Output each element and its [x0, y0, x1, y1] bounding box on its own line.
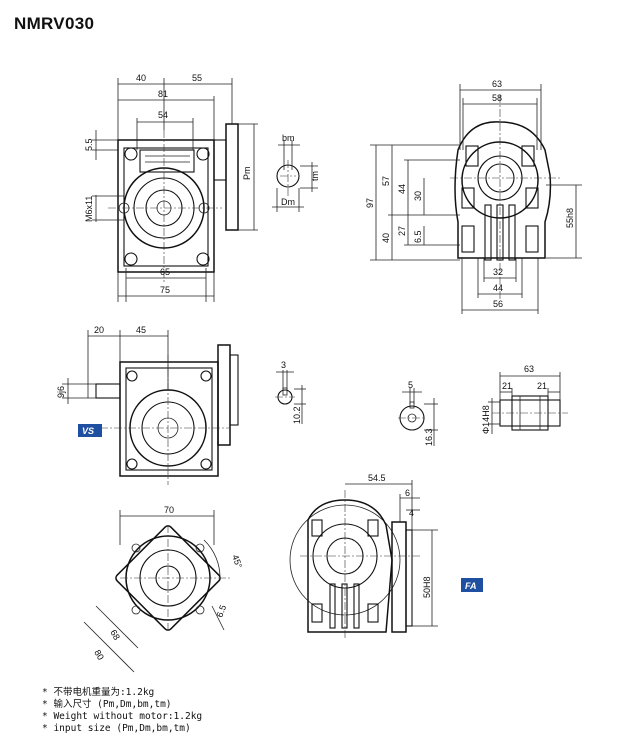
svg-text:97: 97: [365, 198, 375, 208]
note-line: * 不带电机重量为:1.2kg: [42, 687, 155, 698]
note-line: * 输入尺寸 (Pm,Dm,bm,tm): [42, 699, 172, 710]
note-line: * Weight without motor:1.2kg: [42, 711, 203, 722]
svg-text:81: 81: [158, 89, 168, 99]
svg-text:63: 63: [492, 79, 502, 89]
svg-text:3: 3: [281, 360, 286, 370]
hollow-shaft-view: 63 21 21 Φ14H8: [481, 364, 568, 434]
bore-key-view: 5 16.3: [398, 380, 438, 446]
svg-text:68: 68: [108, 628, 122, 642]
svg-text:56: 56: [493, 299, 503, 309]
svg-text:21: 21: [502, 381, 512, 391]
svg-text:54: 54: [158, 110, 168, 120]
svg-text:Pm: Pm: [242, 167, 252, 181]
flange-view: 70 45° 68 80 6.5: [83, 505, 244, 673]
svg-text:58: 58: [492, 93, 502, 103]
shaft-key-small: 3 10.2: [275, 360, 306, 424]
svg-text:FA: FA: [465, 581, 477, 591]
svg-text:Dm: Dm: [281, 197, 295, 207]
svg-text:65: 65: [160, 267, 170, 277]
housing-outline: [117, 139, 215, 273]
svg-text:54.5: 54.5: [368, 473, 386, 483]
svg-text:40: 40: [136, 73, 146, 83]
svg-text:80: 80: [92, 648, 106, 662]
vs-badge-box: [78, 424, 102, 437]
svg-text:4: 4: [409, 508, 414, 518]
vs-input-shaft: [95, 383, 121, 399]
svg-text:10.2: 10.2: [292, 406, 302, 424]
fa-badge-box: [461, 578, 483, 592]
side-view: 63 58 97 57 40 44 27 30 6.5: [365, 79, 582, 314]
svg-text:16.3: 16.3: [424, 428, 434, 446]
svg-text:30: 30: [413, 191, 423, 201]
svg-text:75: 75: [160, 285, 170, 295]
fa-badge: FA: [461, 578, 483, 592]
svg-text:45°: 45°: [230, 553, 244, 570]
vs-view: 20 45 9j6: [56, 325, 239, 485]
svg-text:Φ14H8: Φ14H8: [481, 405, 491, 434]
svg-text:44: 44: [397, 184, 407, 194]
svg-text:6.5: 6.5: [413, 230, 423, 243]
top-rib: [139, 149, 195, 173]
svg-text:50H8: 50H8: [422, 576, 432, 598]
svg-text:5: 5: [408, 380, 413, 390]
svg-text:6.5: 6.5: [214, 604, 228, 619]
svg-text:40: 40: [381, 233, 391, 243]
input-flange-plate: [225, 123, 239, 231]
svg-text:27: 27: [397, 226, 407, 236]
svg-text:32: 32: [493, 267, 503, 277]
note-line: * input size (Pm,Dm,bm,tm): [42, 723, 191, 734]
svg-text:21: 21: [537, 381, 547, 391]
svg-text:M6x11: M6x11: [84, 196, 94, 222]
svg-text:20: 20: [94, 325, 104, 335]
svg-text:63: 63: [524, 364, 534, 374]
vs-badge: VS: [78, 424, 102, 437]
svg-text:9j6: 9j6: [56, 386, 66, 398]
svg-text:70: 70: [164, 505, 174, 515]
svg-text:55h8: 55h8: [565, 208, 575, 228]
svg-text:55: 55: [192, 73, 202, 83]
svg-text:6: 6: [405, 488, 410, 498]
fa-view: 54.5 6 4 50H8: [289, 473, 438, 640]
notes-block: * 不带电机重量为:1.2kg * 输入尺寸 (Pm,Dm,bm,tm) * W…: [42, 687, 202, 735]
svg-text:VS: VS: [82, 426, 94, 436]
svg-text:45: 45: [136, 325, 146, 335]
svg-text:57: 57: [381, 176, 391, 186]
model-title: NMRV030: [14, 14, 95, 33]
svg-text:5.5: 5.5: [84, 138, 94, 151]
svg-text:44: 44: [493, 283, 503, 293]
svg-text:tm: tm: [310, 171, 320, 181]
svg-text:bm: bm: [282, 133, 295, 143]
front-view: 40 55 81 54 5.5 M6x11 65: [84, 73, 320, 302]
